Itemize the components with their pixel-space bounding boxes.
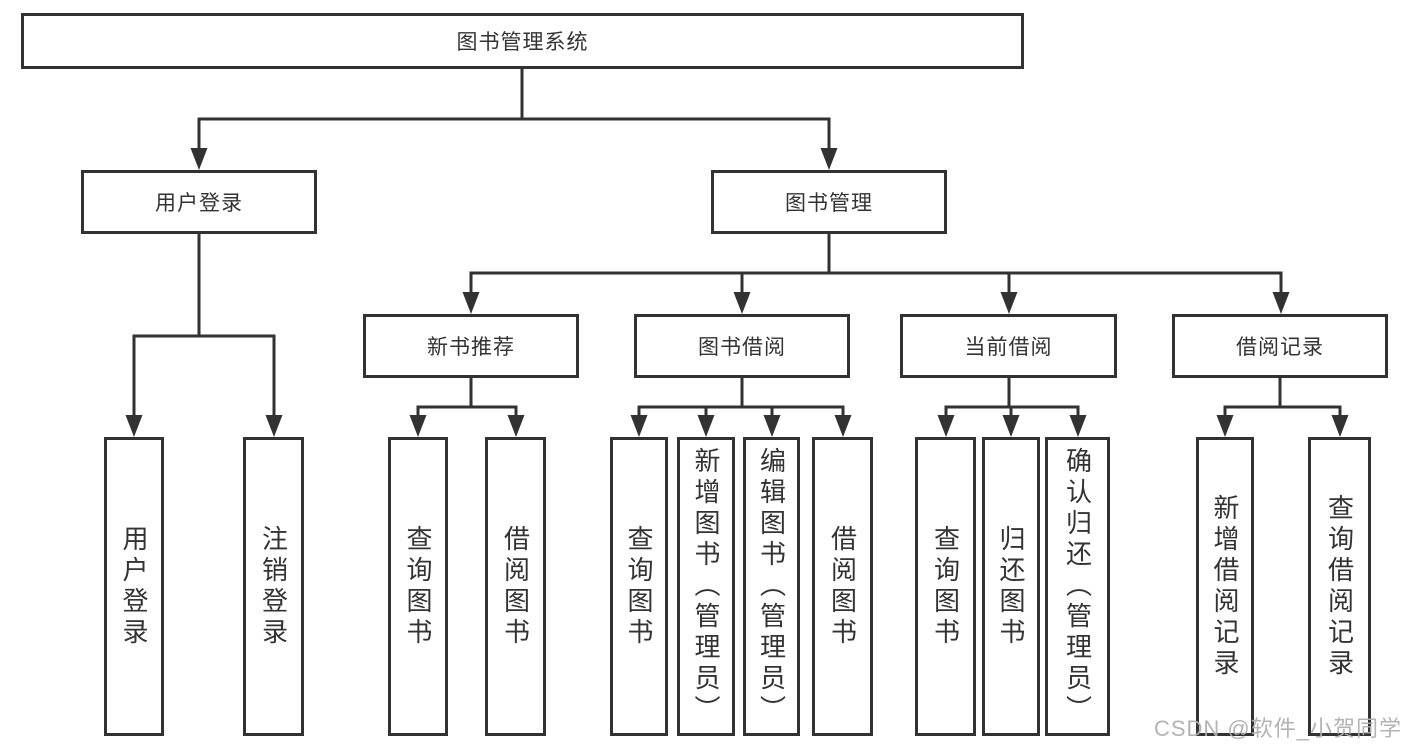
leaf-label: 查询图书 bbox=[930, 524, 961, 649]
leaf-label: 编辑图书（管理员） bbox=[756, 447, 787, 726]
watermark: CSDN @软件_小贺同学 bbox=[1153, 716, 1402, 741]
leaf-label: 借阅图书 bbox=[827, 524, 858, 649]
node-book-borrow: 图书借阅 bbox=[634, 314, 850, 378]
node-label: 图书管理 bbox=[785, 192, 873, 215]
node-library-management-system: 图书管理系统 bbox=[21, 13, 1024, 69]
leaf-label: 查询图书 bbox=[624, 524, 654, 649]
node-current-borrow: 当前借阅 bbox=[900, 314, 1117, 378]
leaf-label: 注销登录 bbox=[258, 524, 289, 649]
leaf-label: 借阅图书 bbox=[500, 524, 531, 649]
node-borrow-record: 借阅记录 bbox=[1172, 314, 1388, 378]
node-new-book-recommend: 新书推荐 bbox=[363, 314, 579, 378]
node-label: 新书推荐 bbox=[427, 336, 515, 359]
leaf-user-login: 用户登录 bbox=[104, 437, 164, 736]
leaf-label: 查询借阅记录 bbox=[1324, 493, 1355, 680]
node-book-management: 图书管理 bbox=[711, 170, 947, 234]
leaf-return-books: 归还图书 bbox=[982, 437, 1040, 736]
leaf-borrow-books: 借阅图书 bbox=[812, 437, 873, 736]
leaf-query-books-recommend: 查询图书 bbox=[388, 437, 448, 736]
leaf-add-books-admin: 新增图书（管理员） bbox=[677, 437, 735, 736]
leaf-edit-books-admin: 编辑图书（管理员） bbox=[743, 437, 800, 736]
leaf-borrow-books-recommend: 借阅图书 bbox=[485, 437, 546, 736]
leaf-label: 归还图书 bbox=[996, 524, 1026, 649]
leaf-label: 确认归还（管理员） bbox=[1062, 447, 1093, 726]
node-label: 用户登录 bbox=[155, 192, 243, 215]
leaf-label: 查询图书 bbox=[403, 524, 433, 649]
node-label: 图书借阅 bbox=[698, 336, 786, 359]
arrowheads bbox=[125, 148, 1349, 437]
leaf-query-books-current: 查询图书 bbox=[915, 437, 976, 736]
leaf-query-books-borrow: 查询图书 bbox=[610, 437, 668, 736]
leaf-logout: 注销登录 bbox=[243, 437, 304, 736]
node-label: 图书管理系统 bbox=[456, 31, 589, 54]
node-label: 借阅记录 bbox=[1236, 336, 1324, 359]
leaf-label: 新增借阅记录 bbox=[1210, 493, 1240, 680]
leaf-confirm-return-admin: 确认归还（管理员） bbox=[1045, 437, 1110, 736]
node-user-login: 用户登录 bbox=[81, 170, 317, 234]
leaf-add-borrow-record: 新增借阅记录 bbox=[1196, 437, 1254, 736]
leaf-label: 用户登录 bbox=[119, 524, 149, 649]
leaf-query-borrow-record: 查询借阅记录 bbox=[1308, 437, 1371, 736]
leaf-label: 新增图书（管理员） bbox=[691, 447, 721, 726]
node-label: 当前借阅 bbox=[964, 336, 1053, 359]
